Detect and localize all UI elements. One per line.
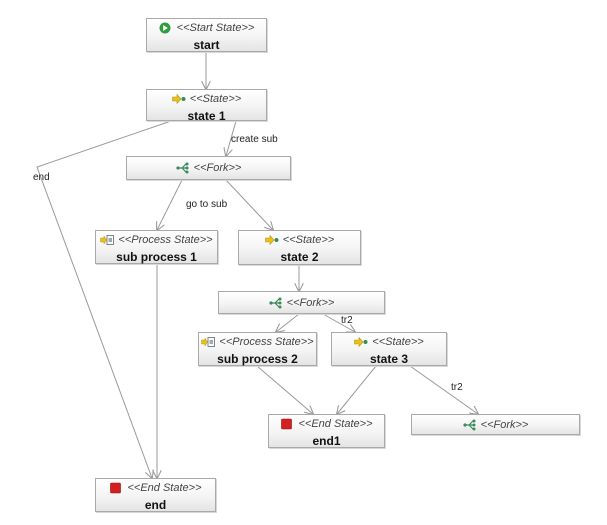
fork-icon <box>463 419 477 431</box>
fork-node-1[interactable]: <<Fork>> <box>126 156 291 180</box>
state-node-state-1[interactable]: <<State>> state 1 <box>146 89 267 123</box>
node-name: sub process 2 <box>217 352 298 366</box>
transition-label-end: end <box>33 172 50 183</box>
node-name: start <box>193 38 220 52</box>
state-icon <box>264 234 279 246</box>
process-state-node-sub-process-1[interactable]: <<Process State>> sub process 1 <box>95 230 218 264</box>
node-name: state 1 <box>187 109 226 123</box>
process-state-node-sub-process-2[interactable]: <<Process State>> sub process 2 <box>198 332 317 366</box>
node-stereotype: <<Fork>> <box>480 418 529 431</box>
state-icon <box>354 336 368 348</box>
node-name: state 3 <box>369 352 409 366</box>
edge-subproc2-end1 <box>256 365 313 414</box>
state-node-state-3[interactable]: <<State>> state 3 <box>331 332 447 366</box>
node-stereotype: <<Process State>> <box>219 336 314 348</box>
transition-label-tr2-b: tr2 <box>451 382 463 393</box>
node-name: end <box>144 498 167 512</box>
node-stereotype: <<Start State>> <box>176 22 255 34</box>
process-state-icon <box>100 234 115 246</box>
transition-label-go-to-sub: go to sub <box>186 199 228 210</box>
node-stereotype: <<State>> <box>189 93 242 105</box>
edge-fork2-subproc2 <box>276 313 300 332</box>
node-name: sub process 1 <box>116 250 197 264</box>
edge-fork1-state2 <box>225 179 273 230</box>
node-name: end1 <box>312 434 341 448</box>
process-state-icon <box>201 336 216 348</box>
transition-label-create-sub: create sub <box>231 134 278 145</box>
end-state-icon <box>109 482 123 494</box>
node-name: state 2 <box>280 250 319 264</box>
end-state-icon <box>280 418 294 430</box>
node-stereotype: <<Fork>> <box>286 296 335 309</box>
start-state-icon <box>159 22 173 34</box>
fork-node-2[interactable]: <<Fork>> <box>218 291 385 314</box>
node-stereotype: <<End State>> <box>127 482 202 494</box>
fork-icon <box>176 162 190 174</box>
start-state-node[interactable]: <<Start State>> start <box>146 18 267 52</box>
fork-icon <box>269 297 283 309</box>
node-stereotype: <<State>> <box>282 234 335 246</box>
node-stereotype: <<State>> <box>372 336 424 348</box>
state-node-state-2[interactable]: <<State>> state 2 <box>238 230 361 265</box>
fork-node-3[interactable]: <<Fork>> <box>411 414 580 435</box>
end-state-node-end1[interactable]: <<End State>> end1 <box>268 414 385 448</box>
end-state-node-end[interactable]: <<End State>> end <box>95 478 216 512</box>
node-stereotype: <<Process State>> <box>118 234 213 246</box>
edge-state3-fork3 <box>409 365 478 414</box>
transition-label-tr2-a: tr2 <box>341 315 353 326</box>
node-stereotype: <<Fork>> <box>193 162 242 174</box>
edge-state3-end1 <box>337 365 377 414</box>
state-icon <box>171 93 186 105</box>
node-stereotype: <<End State>> <box>298 418 373 430</box>
edge-fork1-subproc1 <box>157 179 183 230</box>
